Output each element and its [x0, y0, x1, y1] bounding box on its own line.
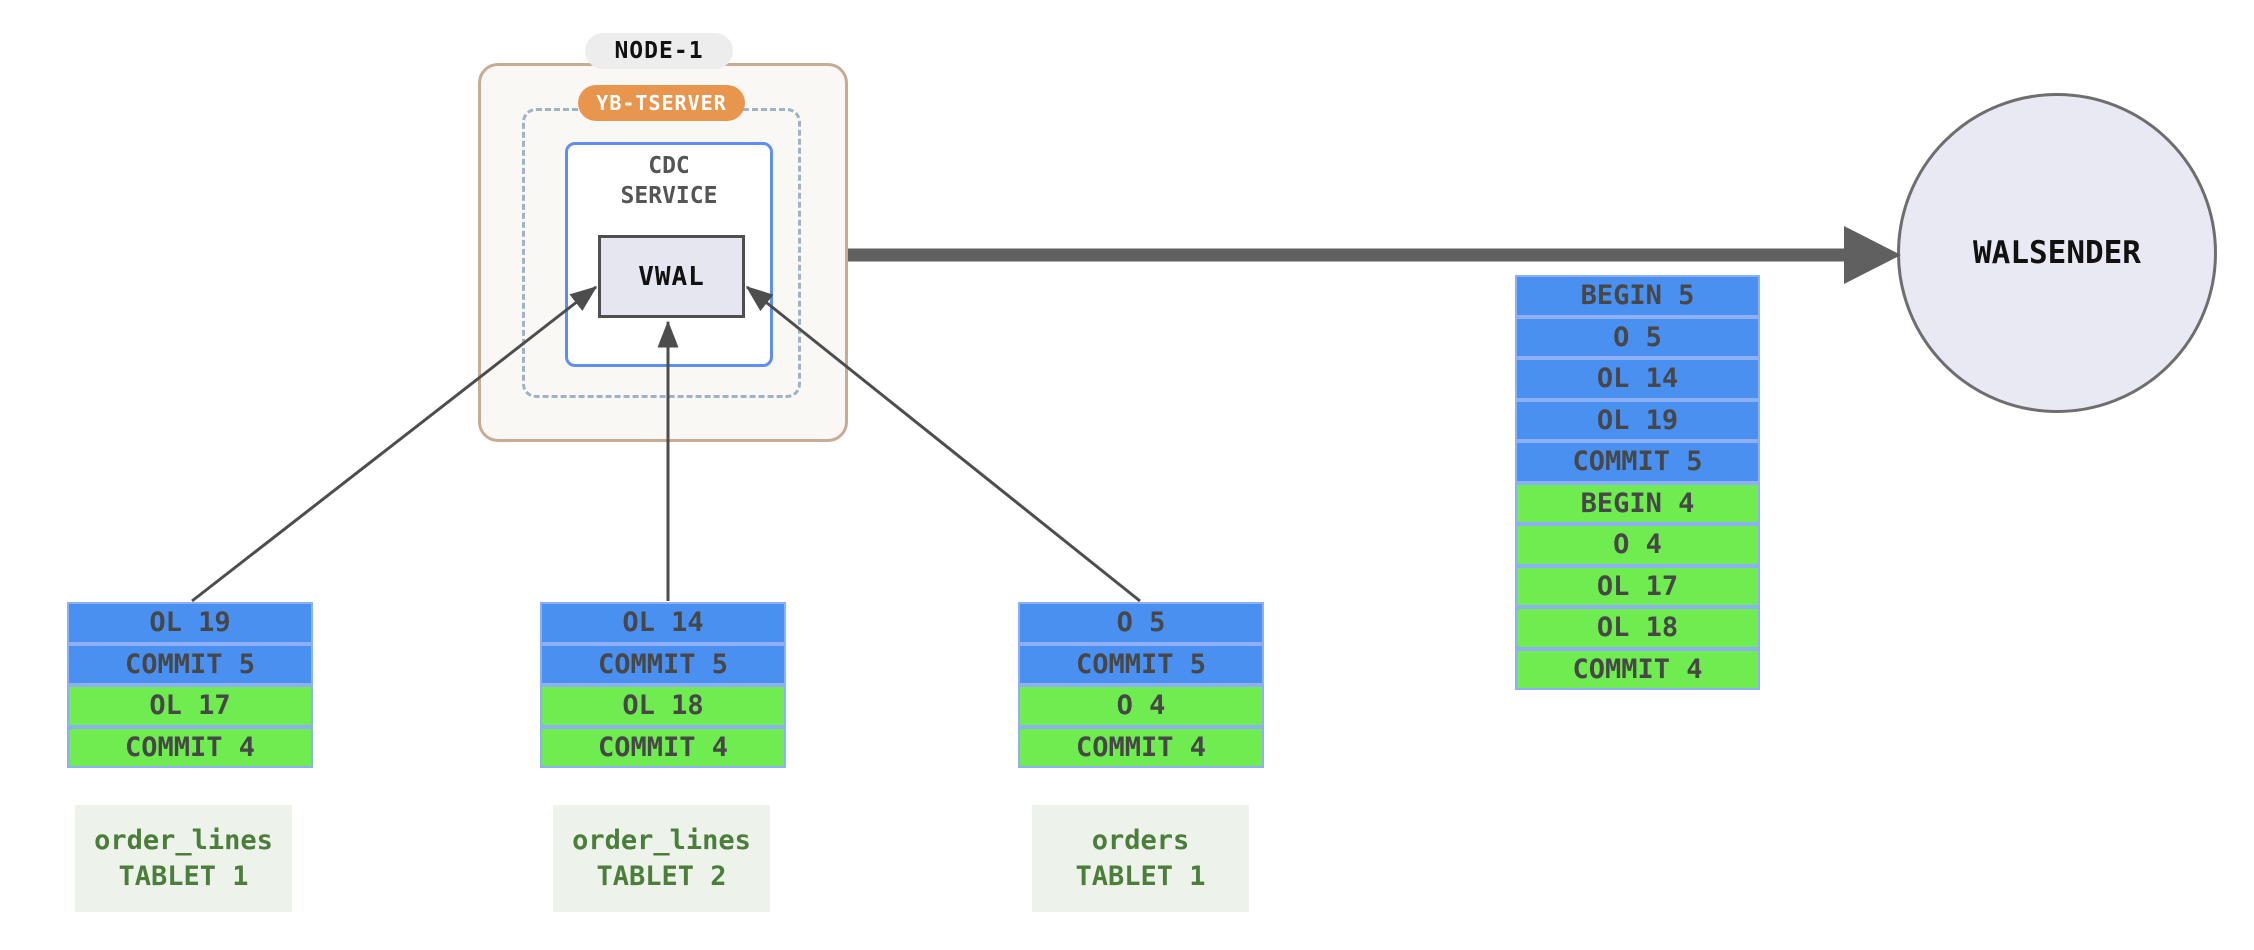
queue-row: OL 17: [1515, 565, 1760, 607]
yb-tserver-label: YB-TSERVER: [596, 91, 727, 115]
node1-title: NODE-1: [614, 38, 704, 64]
tablet-table-name: order_lines: [572, 825, 751, 857]
tablet1-wal-stack: OL 19 COMMIT 5 OL 17 COMMIT 4: [67, 602, 313, 768]
queue-row: BEGIN 5: [1515, 275, 1760, 317]
walsender-circle: WALSENDER: [1897, 93, 2217, 413]
wal-row: COMMIT 4: [67, 726, 313, 768]
cdc-service-label: CDC SERVICE: [620, 153, 718, 209]
tablet3-name: orders TABLET 1: [1032, 805, 1249, 912]
queue-row: COMMIT 5: [1515, 441, 1760, 483]
tablet-number: TABLET 1: [118, 860, 249, 892]
wal-row: OL 18: [540, 685, 786, 727]
walsender-label: WALSENDER: [1973, 235, 2141, 271]
arrow-node-to-walsender-head: [1844, 226, 1901, 284]
wal-row: COMMIT 5: [1018, 643, 1264, 685]
wal-row: OL 17: [67, 685, 313, 727]
tablet-table-name: order_lines: [94, 825, 273, 857]
wal-row: OL 14: [540, 602, 786, 644]
queue-row: OL 19: [1515, 399, 1760, 441]
wal-row: COMMIT 5: [67, 643, 313, 685]
queue-row: O 4: [1515, 524, 1760, 566]
wal-row: COMMIT 4: [1018, 726, 1264, 768]
tablet3-wal-stack: O 5 COMMIT 5 O 4 COMMIT 4: [1018, 602, 1264, 768]
tablet2-wal-stack: OL 14 COMMIT 5 OL 18 COMMIT 4: [540, 602, 786, 768]
tablet-table-name: orders: [1091, 825, 1190, 857]
queue-row: BEGIN 4: [1515, 482, 1760, 524]
tablet2-name: order_lines TABLET 2: [553, 805, 770, 912]
vwal-box: VWAL: [598, 235, 745, 318]
queue-row: OL 18: [1515, 607, 1760, 649]
tablet-number: TABLET 1: [1075, 860, 1206, 892]
node1-title-badge: NODE-1: [585, 33, 733, 69]
wal-row: COMMIT 5: [540, 643, 786, 685]
queue-row: OL 14: [1515, 358, 1760, 400]
queue-row: COMMIT 4: [1515, 648, 1760, 690]
tablet-number: TABLET 2: [596, 860, 727, 892]
queue-row: O 5: [1515, 316, 1760, 358]
merged-wal-queue: BEGIN 5 O 5 OL 14 OL 19 COMMIT 5 BEGIN 4…: [1515, 275, 1760, 690]
wal-row: O 4: [1018, 685, 1264, 727]
wal-row: OL 19: [67, 602, 313, 644]
vwal-label: VWAL: [638, 261, 705, 292]
wal-row: COMMIT 4: [540, 726, 786, 768]
wal-row: O 5: [1018, 602, 1264, 644]
yb-tserver-badge: YB-TSERVER: [578, 85, 745, 121]
tablet1-name: order_lines TABLET 1: [75, 805, 292, 912]
